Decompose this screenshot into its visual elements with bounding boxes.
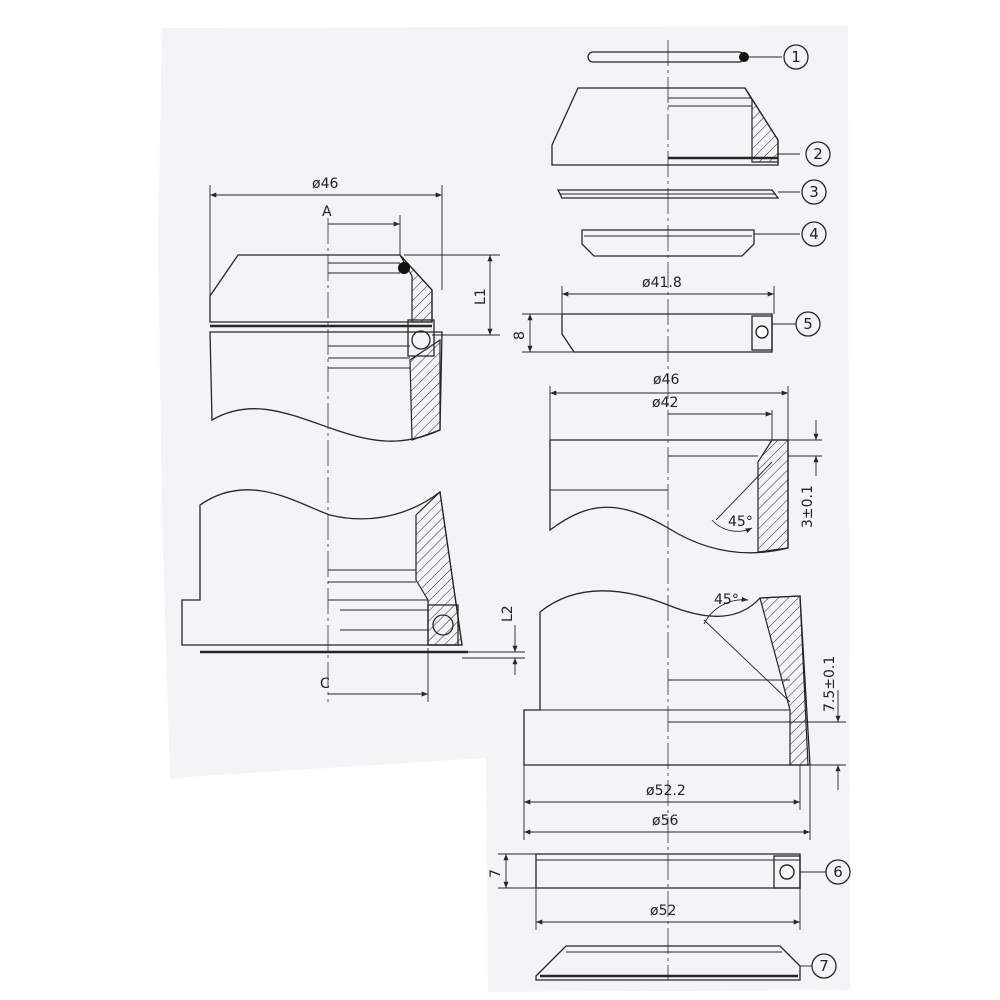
svg-text:5: 5 — [803, 315, 813, 333]
callout-1: 1 — [783, 44, 809, 70]
label-depth-lower: 7.5±0.1 — [822, 656, 838, 712]
svg-text:6: 6 — [833, 863, 843, 881]
upper-frame-cup — [549, 439, 789, 554]
label-lower-cup-outer-diameter: ø56 — [652, 813, 678, 829]
callout-3: 3 — [801, 179, 827, 205]
top-cap-hatch — [399, 254, 433, 323]
part-3-seal — [556, 189, 780, 199]
callout-6: 6 — [825, 859, 851, 885]
upper-cup-hatch — [409, 338, 441, 441]
svg-text:3: 3 — [809, 183, 819, 201]
upper-bearing-race — [407, 319, 435, 357]
part-5-upper-bearing — [561, 313, 773, 353]
svg-text:4: 4 — [809, 225, 819, 243]
label-cup-diameter: ø46 — [312, 176, 338, 192]
label-bearing-upper-height: 8 — [512, 331, 528, 340]
compression-ring — [398, 262, 410, 274]
upper-bearing-ball — [411, 330, 431, 350]
part-4-compression-cone — [581, 229, 755, 257]
label-c: C — [320, 676, 330, 692]
label-bearing-lower-diameter: ø52 — [650, 903, 676, 919]
callout-4: 4 — [801, 221, 827, 247]
callout-2: 2 — [805, 141, 831, 167]
label-lower-cup-inner-diameter: ø52.2 — [646, 783, 686, 799]
lower-bearing-ball — [432, 614, 454, 636]
label-bearing-upper-diameter: ø41.8 — [642, 275, 682, 291]
lower-bearing-race — [427, 604, 459, 646]
label-a: A — [322, 204, 332, 220]
label-angle-lower: 45° — [714, 592, 739, 608]
label-bearing-lower-height: 7 — [488, 869, 504, 878]
paper-sheet — [158, 26, 850, 992]
callout-7: 7 — [811, 953, 837, 979]
label-l1: L1 — [473, 288, 489, 305]
svg-text:7: 7 — [819, 957, 829, 975]
label-depth-upper: 3±0.1 — [800, 485, 816, 528]
svg-text:1: 1 — [791, 48, 801, 66]
label-cup-inner-diameter: ø42 — [652, 395, 678, 411]
label-l2: L2 — [500, 605, 516, 622]
exploded-parts-view: ø41.8 8 45° ø46 ø42 3±0.1 45° — [488, 40, 851, 981]
assembly-view: ø46 A L1 L2 C — [181, 176, 525, 702]
label-cup-outer-diameter: ø46 — [653, 372, 679, 388]
label-angle-upper: 45° — [728, 514, 753, 530]
svg-text:2: 2 — [813, 145, 823, 163]
callout-5: 5 — [795, 311, 821, 337]
